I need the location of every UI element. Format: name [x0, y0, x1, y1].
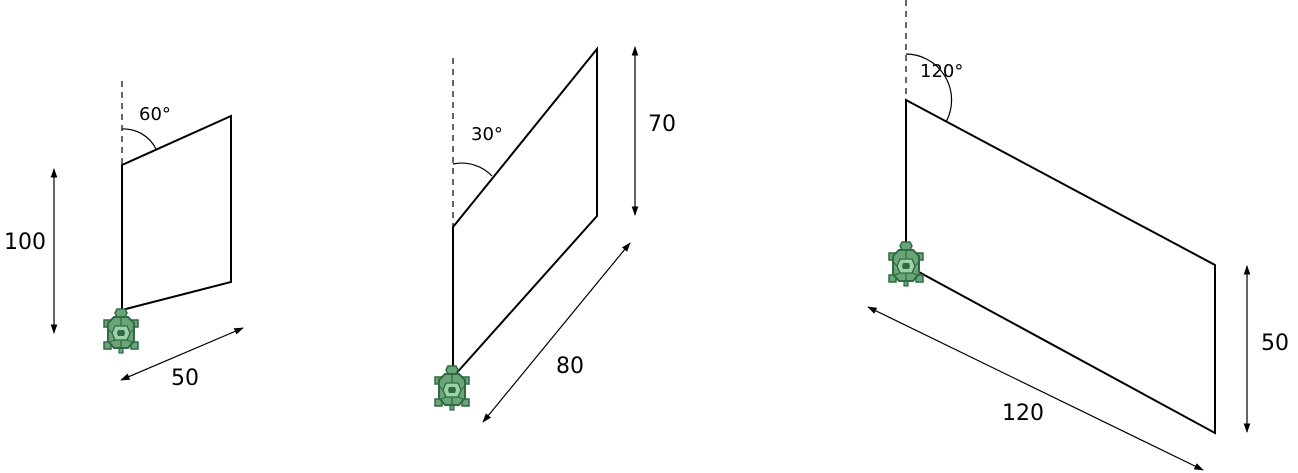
parallelogram-2: [452, 46, 598, 380]
side-label-1: 50: [171, 366, 199, 391]
angle-label-3: 120°: [920, 61, 963, 82]
side-label-3: 120: [1002, 401, 1044, 426]
turtle-icon: [103, 308, 139, 354]
height-label-3: 50: [1261, 331, 1289, 356]
figure-2: 30° 70 80: [434, 46, 676, 423]
parallelogram-1: [121, 114, 232, 312]
side-dimension-arrow-2: [482, 242, 631, 423]
height-label-1: 100: [4, 230, 46, 255]
angle-arc-3: [905, 53, 953, 123]
figure-1: 60° 100 50: [4, 81, 244, 391]
angle-label-1: 60°: [139, 104, 171, 125]
angle-label-2: 30°: [471, 124, 503, 145]
turtle-icon: [434, 365, 470, 411]
side-label-2: 80: [556, 354, 584, 379]
parallelogram-3: [905, 98, 1216, 435]
figure-3: 120° 50 120: [867, 0, 1289, 471]
turtle-icon: [888, 241, 924, 287]
angle-arc-2: [452, 162, 493, 177]
side-dimension-arrow-3: [867, 306, 1204, 471]
side-dimension-arrow-1: [120, 327, 244, 381]
height-label-2: 70: [648, 112, 676, 137]
angle-arc-1: [121, 128, 157, 150]
